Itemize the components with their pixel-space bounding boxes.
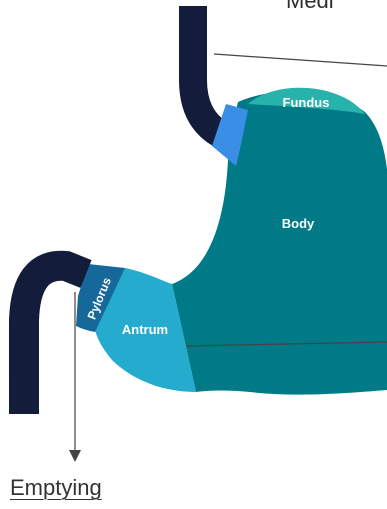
antrum-label: Antrum [122, 322, 168, 337]
cutoff-heading: Medi [286, 0, 334, 13]
esophagus [193, 6, 220, 134]
body-label: Body [282, 216, 315, 231]
fundus-label: Fundus [283, 95, 330, 110]
leader-line-top [214, 54, 387, 66]
emptying-label: Emptying [10, 475, 102, 501]
duodenum [24, 266, 86, 414]
